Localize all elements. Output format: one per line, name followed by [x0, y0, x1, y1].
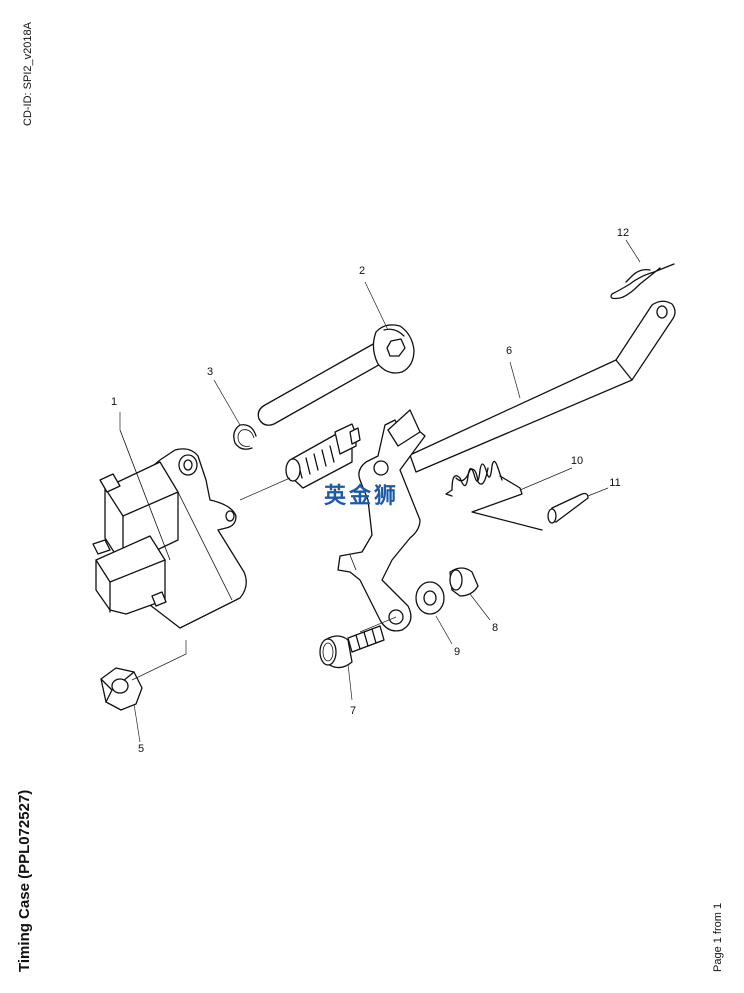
switch-icon[interactable] — [285, 423, 361, 489]
bolt-icon[interactable] — [319, 625, 385, 669]
washer-icon[interactable] — [415, 581, 445, 615]
callout-5: 5 — [138, 743, 144, 755]
callout-1: 1 — [111, 396, 117, 408]
clip-icon[interactable] — [610, 263, 675, 300]
nut-icon[interactable] — [100, 667, 143, 711]
spring-icon[interactable] — [445, 460, 543, 531]
callout-3: 3 — [207, 366, 213, 378]
callout-10: 10 — [571, 455, 583, 467]
sleeve-icon[interactable] — [547, 492, 589, 524]
callout-6: 6 — [506, 345, 512, 357]
callout-9: 9 — [454, 646, 460, 658]
circlip-icon[interactable] — [233, 424, 257, 450]
callout-8: 8 — [492, 622, 498, 634]
cap-icon[interactable] — [449, 567, 479, 597]
page-indicator: Page 1 from 1 — [712, 902, 724, 972]
solenoid-bracket-icon[interactable] — [92, 429, 247, 629]
pin-icon[interactable] — [257, 324, 415, 426]
callout-12: 12 — [617, 227, 629, 239]
callout-2: 2 — [359, 265, 365, 277]
leader-lines — [119, 239, 641, 743]
lever-icon[interactable] — [337, 300, 676, 632]
watermark-text: 英金狮 — [324, 483, 399, 509]
callout-11: 11 — [609, 477, 620, 489]
callout-7: 7 — [350, 705, 356, 717]
page-title: Timing Case (PPL072527) — [16, 789, 33, 972]
